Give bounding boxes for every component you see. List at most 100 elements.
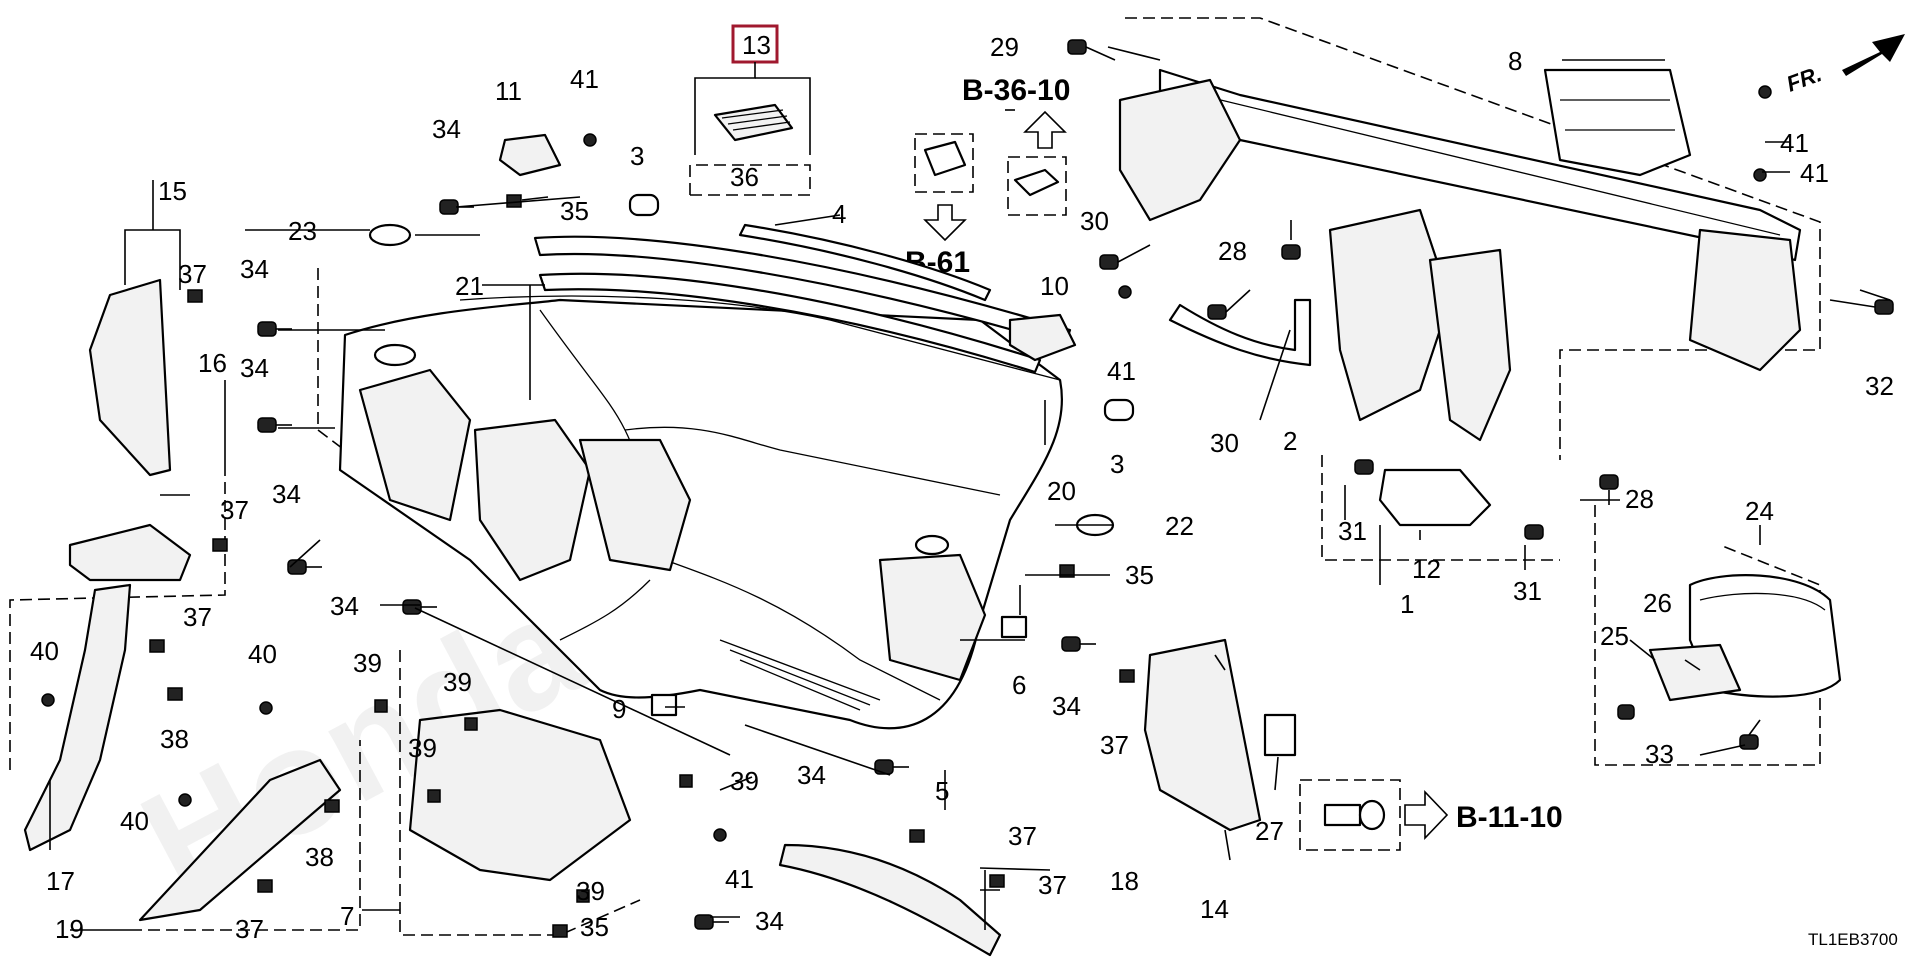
side-cover-part-14 [1143,638,1262,832]
callout-12[interactable]: 12 [1412,554,1441,584]
callout-labels: 1 2 3 3 4 5 6 7 8 9 10 11 12 14 15 16 17… [30,32,1894,944]
grille-cover-part-13 [713,103,794,142]
callout-3-b[interactable]: 3 [1110,449,1124,479]
callout-41-d[interactable]: 41 [1800,158,1829,188]
callout-9[interactable]: 9 [612,694,626,724]
callout-31-b[interactable]: 31 [1513,576,1542,606]
callout-39[interactable]: 39 [353,648,382,678]
callout-34-h[interactable]: 34 [755,906,784,936]
callout-34[interactable]: 34 [240,254,269,284]
callout-41-b[interactable]: 41 [1107,356,1136,386]
callout-7[interactable]: 7 [340,901,354,931]
callout-6[interactable]: 6 [1012,670,1026,700]
socket-reference-box [1299,779,1401,851]
grommet-part-23 [368,223,412,247]
arrow-up-icon [1023,110,1067,149]
leader-13 [694,62,756,155]
garnish-part-19 [138,758,342,922]
callout-23[interactable]: 23 [288,216,317,246]
callout-20[interactable]: 20 [1047,476,1076,506]
ref-b36-10[interactable]: B-36-10 [962,74,1070,107]
callout-15[interactable]: 15 [158,176,187,206]
bracket-part-12 [1378,468,1492,527]
callout-37-d[interactable]: 37 [1100,730,1129,760]
callout-38[interactable]: 38 [160,724,189,754]
callout-18[interactable]: 18 [1110,866,1139,896]
callout-38-b[interactable]: 38 [305,842,334,872]
front-direction-arrow-icon: FR. [1783,34,1905,97]
callout-39-e[interactable]: 39 [576,876,605,906]
callout-28-b[interactable]: 28 [1625,484,1654,514]
callout-41[interactable]: 41 [570,64,599,94]
accessory-socket-part [1323,799,1386,831]
callout-34-c[interactable]: 34 [272,479,301,509]
callout-34-b[interactable]: 34 [240,353,269,383]
callout-16[interactable]: 16 [198,348,227,378]
block-part-6 [1000,615,1028,639]
callout-41-c[interactable]: 41 [1780,128,1809,158]
callout-40[interactable]: 40 [30,636,59,666]
lid-part-16 [68,523,192,582]
callout-37-e[interactable]: 37 [1008,821,1037,851]
cover-13-group-outline [689,164,811,196]
callout-5[interactable]: 5 [935,776,949,806]
callout-24[interactable]: 24 [1745,496,1774,526]
callout-34-f[interactable]: 34 [797,760,826,790]
callout-14[interactable]: 14 [1200,894,1229,924]
callout-28[interactable]: 28 [1218,236,1247,266]
callout-34-e[interactable]: 34 [330,591,359,621]
callout-32[interactable]: 32 [1865,371,1894,401]
callout-8[interactable]: 8 [1508,46,1522,76]
ref-b11-10[interactable]: B-11-10 [1456,801,1563,834]
callout-39-b[interactable]: 39 [443,667,472,697]
callout-37-g[interactable]: 37 [235,914,264,944]
leader-13b [755,77,811,155]
callout-34-d[interactable]: 34 [432,114,461,144]
callout-31[interactable]: 31 [1338,516,1367,546]
callout-37-f[interactable]: 37 [1038,870,1067,900]
callout-11[interactable]: 11 [495,76,522,106]
callout-3[interactable]: 3 [630,141,644,171]
callout-34-g[interactable]: 34 [1052,691,1081,721]
callout-4[interactable]: 4 [832,199,846,229]
callout-2[interactable]: 2 [1283,426,1297,456]
callout-35-c[interactable]: 35 [580,912,609,942]
callout-10[interactable]: 10 [1040,271,1069,301]
bracket-part-7 [408,708,632,882]
callout-30-b[interactable]: 30 [1210,428,1239,458]
grille-slats [721,109,791,131]
seal-part-27 [1263,713,1297,757]
callout-1[interactable]: 1 [1400,589,1414,619]
callout-37-c[interactable]: 37 [183,602,212,632]
garnish-group-outline [130,740,361,931]
leader-lines [49,46,1891,931]
callout-19[interactable]: 19 [55,914,84,944]
callout-37[interactable]: 37 [178,259,207,289]
arrow-down-icon [923,204,967,242]
callout-21[interactable]: 21 [455,271,484,301]
instrument-panel-part [338,295,1064,730]
switch-plug-part [923,140,967,177]
stay-part-2 [1168,298,1312,367]
callout-37-b[interactable]: 37 [220,495,249,525]
callout-41-e[interactable]: 41 [725,864,754,894]
callout-27[interactable]: 27 [1255,816,1284,846]
bracket-7-group-outline [399,650,641,936]
callout-17[interactable]: 17 [46,866,75,896]
switch-reference-box-2 [1007,156,1067,216]
callout-22[interactable]: 22 [1165,511,1194,541]
callout-30[interactable]: 30 [1080,206,1109,236]
callout-35-b[interactable]: 35 [1125,560,1154,590]
dashboard-group-outline [317,268,491,561]
callout-40-b[interactable]: 40 [248,639,277,669]
callout-40-c[interactable]: 40 [120,806,149,836]
callout-35[interactable]: 35 [560,196,589,226]
callout-39-c[interactable]: 39 [408,733,437,763]
callout-26[interactable]: 26 [1643,588,1672,618]
callout-36[interactable]: 36 [730,162,759,192]
callout-29[interactable]: 29 [990,32,1019,62]
callout-25[interactable]: 25 [1600,621,1629,651]
callout-33[interactable]: 33 [1645,739,1674,769]
callout-39-d[interactable]: 39 [730,766,759,796]
callout-13[interactable]: 13 [742,30,771,60]
